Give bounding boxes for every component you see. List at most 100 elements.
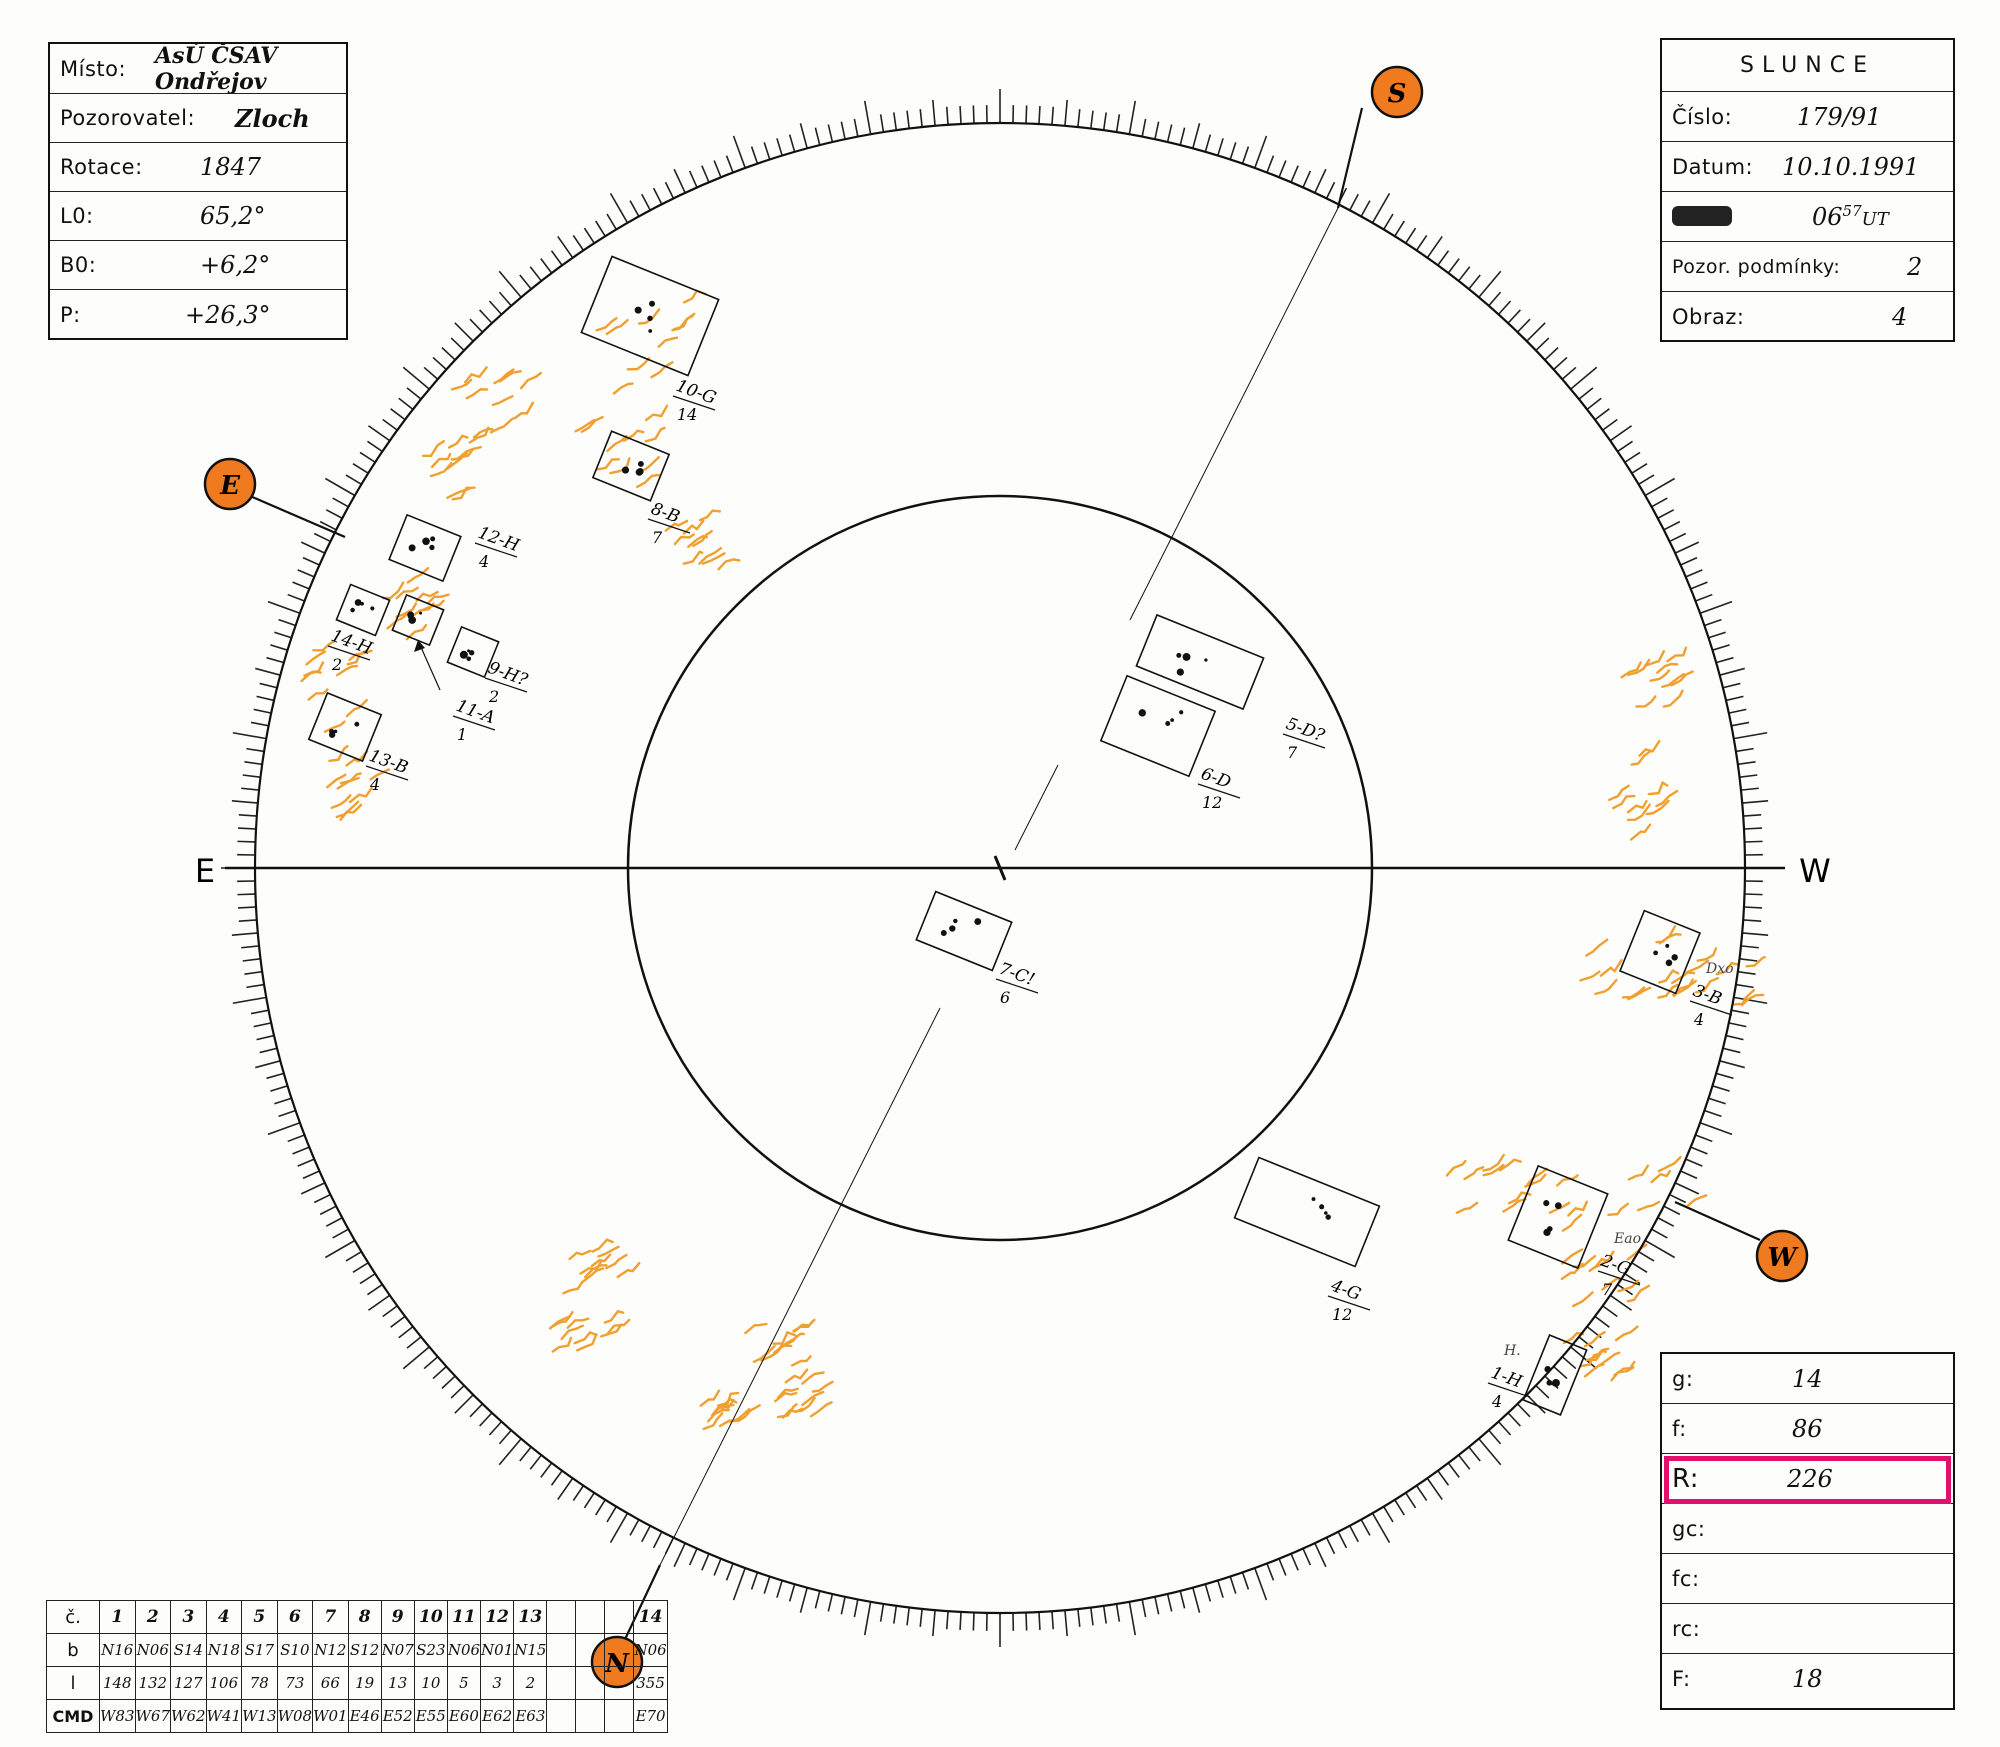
spot-dot xyxy=(350,607,355,613)
tick-mark xyxy=(1179,127,1186,146)
l0-row: L0: 65,2° xyxy=(50,192,346,241)
w-rotation-line xyxy=(1674,1200,1761,1242)
table-cell: 355 xyxy=(633,1666,668,1700)
table-cell: S17 xyxy=(241,1633,278,1667)
tick-mark xyxy=(688,1548,698,1566)
facula-stroke xyxy=(1585,938,1609,957)
tick-mark xyxy=(1154,1596,1160,1615)
tick-mark xyxy=(893,112,898,131)
tick-mark xyxy=(1478,270,1502,298)
spot-dot xyxy=(1170,718,1174,722)
facula-stroke xyxy=(1562,1331,1585,1345)
tick-mark xyxy=(1739,774,1758,779)
facula-stroke xyxy=(809,1401,833,1418)
facula-stroke xyxy=(801,1390,825,1407)
tick-mark xyxy=(1497,1421,1512,1436)
tick-mark xyxy=(799,123,808,149)
table-cell: 13 xyxy=(513,1600,548,1634)
tick-mark xyxy=(1516,318,1531,333)
facula-stroke xyxy=(465,388,489,400)
facula-stroke xyxy=(1647,780,1669,796)
tick-mark xyxy=(1743,813,1762,817)
tick-mark xyxy=(1458,1454,1471,1470)
facula-stroke xyxy=(1601,1276,1622,1291)
tick-mark xyxy=(267,600,301,614)
spot-dot xyxy=(370,606,375,611)
tick-mark xyxy=(1507,1412,1521,1427)
tick-mark xyxy=(498,1438,522,1466)
facula-stroke xyxy=(339,772,362,785)
tick-mark xyxy=(1735,983,1754,989)
tick-mark xyxy=(750,1572,759,1590)
facula-stroke xyxy=(1572,1255,1597,1268)
w-marker: W xyxy=(1755,1229,1809,1283)
gc-row: gc: xyxy=(1662,1504,1953,1554)
facula-stroke xyxy=(1482,1153,1505,1172)
group-id-label: 2-G xyxy=(1597,1251,1633,1280)
tick-mark xyxy=(1561,366,1577,380)
facula-stroke xyxy=(673,312,696,331)
tick-mark xyxy=(488,1421,503,1436)
tick-mark xyxy=(398,1326,414,1339)
tick-mark xyxy=(319,1205,337,1216)
tick-mark xyxy=(1674,541,1700,554)
tick-mark xyxy=(609,1512,629,1544)
tick-mark xyxy=(550,250,563,266)
tick-mark xyxy=(1690,1146,1708,1155)
tick-mark xyxy=(1349,193,1359,211)
tick-mark xyxy=(1314,168,1327,194)
tick-mark xyxy=(1437,1470,1450,1486)
table-cell: N07 xyxy=(380,1633,415,1667)
facula-stroke xyxy=(560,1324,584,1341)
facula-stroke xyxy=(566,1317,590,1329)
table-cell: E70 xyxy=(633,1699,668,1733)
facula-stroke xyxy=(698,509,722,522)
tick-mark xyxy=(1115,1603,1121,1622)
table-cell: W62 xyxy=(170,1699,207,1733)
r-highlight xyxy=(1664,1456,1951,1504)
tick-mark xyxy=(932,99,936,126)
tick-mark xyxy=(278,618,296,627)
spot-dot xyxy=(407,612,414,619)
spot-dot xyxy=(1554,1202,1562,1210)
sunspot-group: 12-H4 xyxy=(388,513,523,583)
tick-mark xyxy=(1064,99,1068,126)
tick-mark xyxy=(244,970,263,975)
tick-mark xyxy=(763,1576,771,1594)
tick-mark xyxy=(827,1593,834,1612)
tick-mark xyxy=(366,440,383,453)
facula-stroke xyxy=(581,1267,605,1283)
sunspot-group: 10-G14 xyxy=(580,255,720,424)
tick-mark xyxy=(1154,121,1160,140)
group-count-label: 2 xyxy=(488,687,499,706)
tick-mark xyxy=(788,134,796,153)
tick-mark xyxy=(1669,532,1687,543)
rotace-label: Rotace: xyxy=(60,155,143,179)
table-cell: W41 xyxy=(205,1699,243,1733)
tick-mark xyxy=(814,127,821,146)
F-label: F: xyxy=(1672,1667,1691,1691)
F-row: F: 18 xyxy=(1662,1654,1953,1704)
tick-mark xyxy=(1128,1601,1137,1636)
facula-stroke xyxy=(381,581,405,600)
group-frame xyxy=(591,430,671,502)
tick-mark xyxy=(450,337,465,352)
facula-stroke xyxy=(605,1253,628,1270)
facula-stroke xyxy=(451,378,473,391)
tick-mark xyxy=(1458,266,1471,282)
group-count-label: 7 xyxy=(652,528,663,547)
facula-stroke xyxy=(774,1391,798,1403)
tick-mark xyxy=(1141,1599,1147,1618)
facula-stroke xyxy=(1655,925,1677,944)
facula-stroke xyxy=(405,623,428,641)
tick-mark xyxy=(1731,721,1750,727)
tick-mark xyxy=(572,1485,585,1502)
pozor-row: Pozor. podmínky: 2 xyxy=(1662,242,1953,292)
facula-stroke xyxy=(1696,947,1718,962)
s-marker-label: S xyxy=(1388,79,1407,109)
statistics-box: g: 14 f: 86 R: 226 gc: fc: rc: F: 18 xyxy=(1660,1352,1955,1710)
fc-row: fc: xyxy=(1662,1554,1953,1604)
facula-stroke xyxy=(790,1355,812,1367)
tick-mark xyxy=(1488,1429,1502,1445)
misto-label: Místo: xyxy=(60,56,127,81)
